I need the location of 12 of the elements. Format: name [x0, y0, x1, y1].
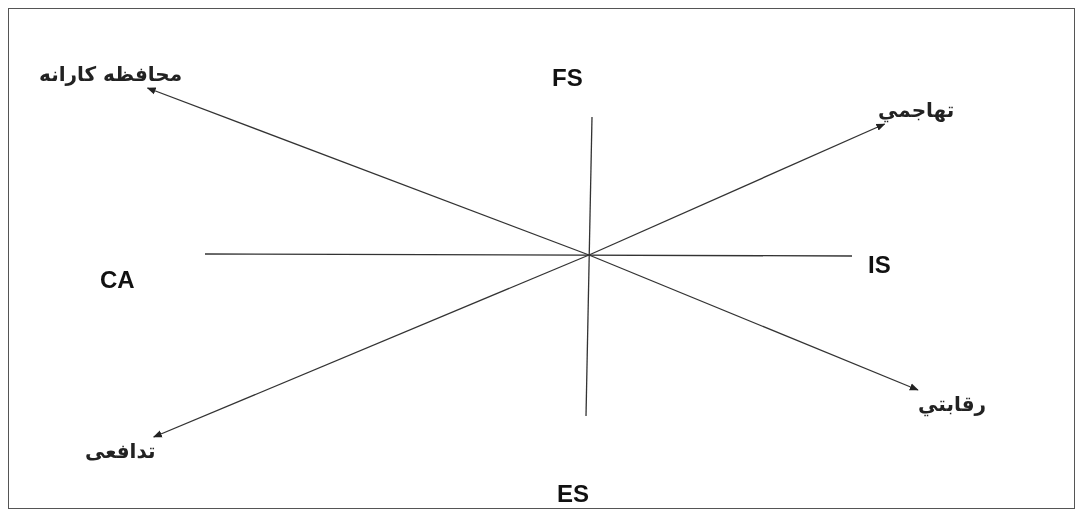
quadrant-label: تهاجمي: [875, 96, 958, 124]
axis-label: FS: [552, 66, 583, 90]
arrow: [152, 254, 590, 438]
quadrant-label: رقابتي: [915, 390, 990, 418]
arrow: [588, 123, 886, 256]
arrow: [588, 254, 919, 391]
axis-label: IS: [868, 253, 891, 277]
arrow: [146, 87, 590, 256]
quadrant-label: محافظه کارانه: [36, 60, 186, 88]
axis-label: CA: [100, 268, 135, 292]
axis-label: ES: [557, 482, 589, 506]
quadrant-label: تدافعی: [82, 437, 159, 465]
